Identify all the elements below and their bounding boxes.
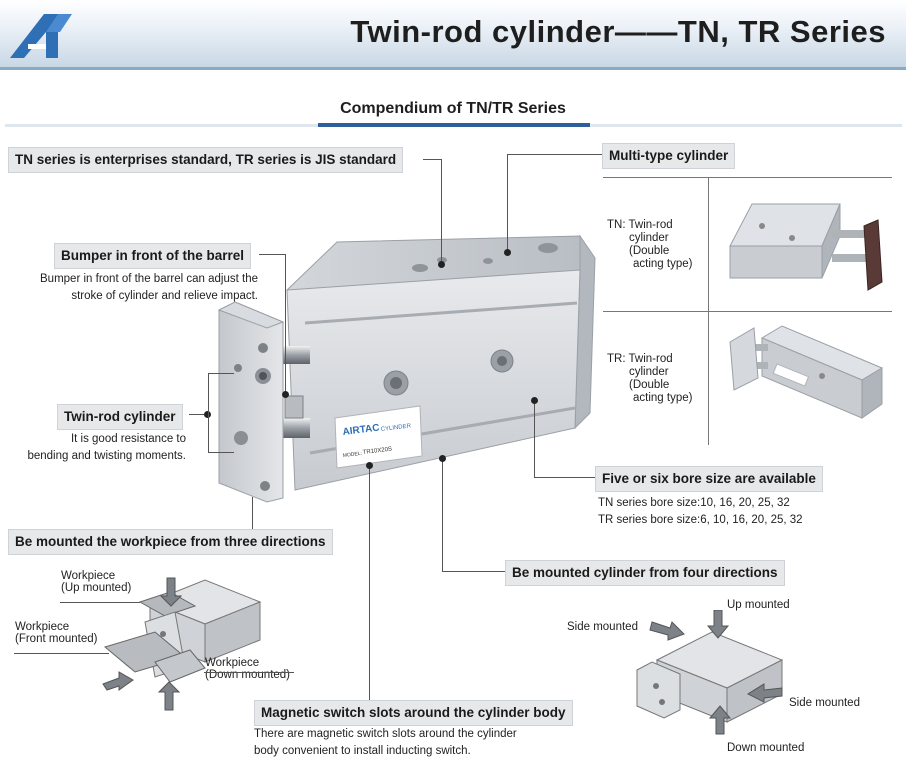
workpiece-mount-diagram: [102, 577, 262, 711]
magnetic-switch-label: Magnetic switch slots around the cylinde…: [254, 700, 573, 726]
bumper-leader-dot: [282, 391, 289, 398]
tr-type-text: TR: Twin-rod cylinder (Double acting typ…: [607, 353, 693, 404]
workpiece-up-text: Workpiece (Up mounted): [61, 570, 132, 594]
bore-leader-v: [534, 401, 535, 477]
model-text: TR10X20S: [363, 446, 393, 456]
down-mounted-text: Down mounted: [727, 742, 805, 754]
standard-leader-dot: [438, 261, 445, 268]
bore-leader-h: [534, 477, 595, 478]
bore-size-description: TN series bore size:10, 16, 20, 25, 32 T…: [598, 497, 803, 526]
standard-leader-h: [423, 159, 441, 160]
multi-type-leader-v: [507, 154, 508, 252]
twin-rod-leader-h: [189, 414, 208, 415]
page-title: Twin-rod cylinder——TN, TR Series: [350, 14, 886, 49]
bumper-label: Bumper in front of the barrel: [54, 243, 252, 269]
brand-text: AIRTAC: [342, 423, 380, 438]
four-directions-label: Be mounted cylinder from four directions: [505, 560, 785, 586]
twin-rod-description: It is good resistance to bending and twi…: [27, 433, 186, 462]
magnetic-leader-dot: [366, 462, 373, 469]
multi-type-label: Multi-type cylinder: [602, 143, 736, 169]
side-mounted-left-text: Side mounted: [567, 621, 638, 633]
twin-rod-label: Twin-rod cylinder: [57, 404, 183, 430]
four-dir-leader-v: [442, 459, 443, 571]
up-mounted-text: Up mounted: [727, 599, 790, 611]
model-label-text: MODEL:: [343, 451, 363, 459]
multi-type-leader-dot: [504, 249, 511, 256]
bore-leader-dot: [531, 397, 538, 404]
magnetic-leader-v: [369, 466, 370, 700]
type-table-divider: [708, 177, 709, 445]
cylinder-illustration: AIRTAC CYLINDER MODEL: TR10X20S: [217, 234, 596, 503]
type-table-mid-border: [603, 311, 892, 312]
twin-rod-bracket-bottom: [208, 452, 234, 453]
bore-size-label: Five or six bore size are available: [595, 466, 823, 492]
twin-rod-bracket-v: [208, 373, 209, 453]
workpiece-front-text: Workpiece (Front mounted): [15, 621, 98, 645]
tn-type-text: TN: Twin-rod cylinder (Double acting typ…: [607, 219, 693, 270]
twin-rod-bracket-top: [208, 373, 234, 374]
bumper-leader-h: [259, 254, 285, 255]
header-bar: [0, 0, 906, 70]
four-dir-leader-dot: [439, 455, 446, 462]
standard-leader-v: [441, 159, 442, 264]
multi-type-leader-h: [507, 154, 602, 155]
three-directions-label: Be mounted the workpiece from three dire…: [8, 529, 333, 555]
bumper-description: Bumper in front of the barrel can adjust…: [40, 273, 258, 302]
bumper-leader-v: [285, 254, 286, 394]
brand-sub-text: CYLINDER: [381, 423, 413, 433]
four-dir-leader-h: [442, 571, 505, 572]
tr-cylinder-image: [729, 325, 884, 419]
magnetic-switch-description: There are magnetic switch slots around t…: [254, 728, 517, 757]
tn-cylinder-image: [729, 203, 883, 291]
workpiece-up-rule: [60, 602, 140, 603]
standard-label: TN series is enterprises standard, TR se…: [8, 147, 404, 173]
workpiece-down-text: Workpiece (Down mounted): [205, 657, 291, 681]
twin-rod-leader-dot: [204, 411, 211, 418]
cylinder-mount-diagram: [636, 610, 784, 735]
workpiece-front-rule: [14, 653, 109, 654]
section-title: Compendium of TN/TR Series: [340, 100, 566, 117]
workpiece-down-rule: [204, 672, 294, 673]
airtac-logo: [10, 14, 72, 58]
three-dir-leader-v: [252, 497, 253, 529]
type-table-top-border: [603, 177, 892, 178]
side-mounted-right-text: Side mounted: [789, 697, 860, 709]
section-divider-accent: [318, 123, 590, 127]
